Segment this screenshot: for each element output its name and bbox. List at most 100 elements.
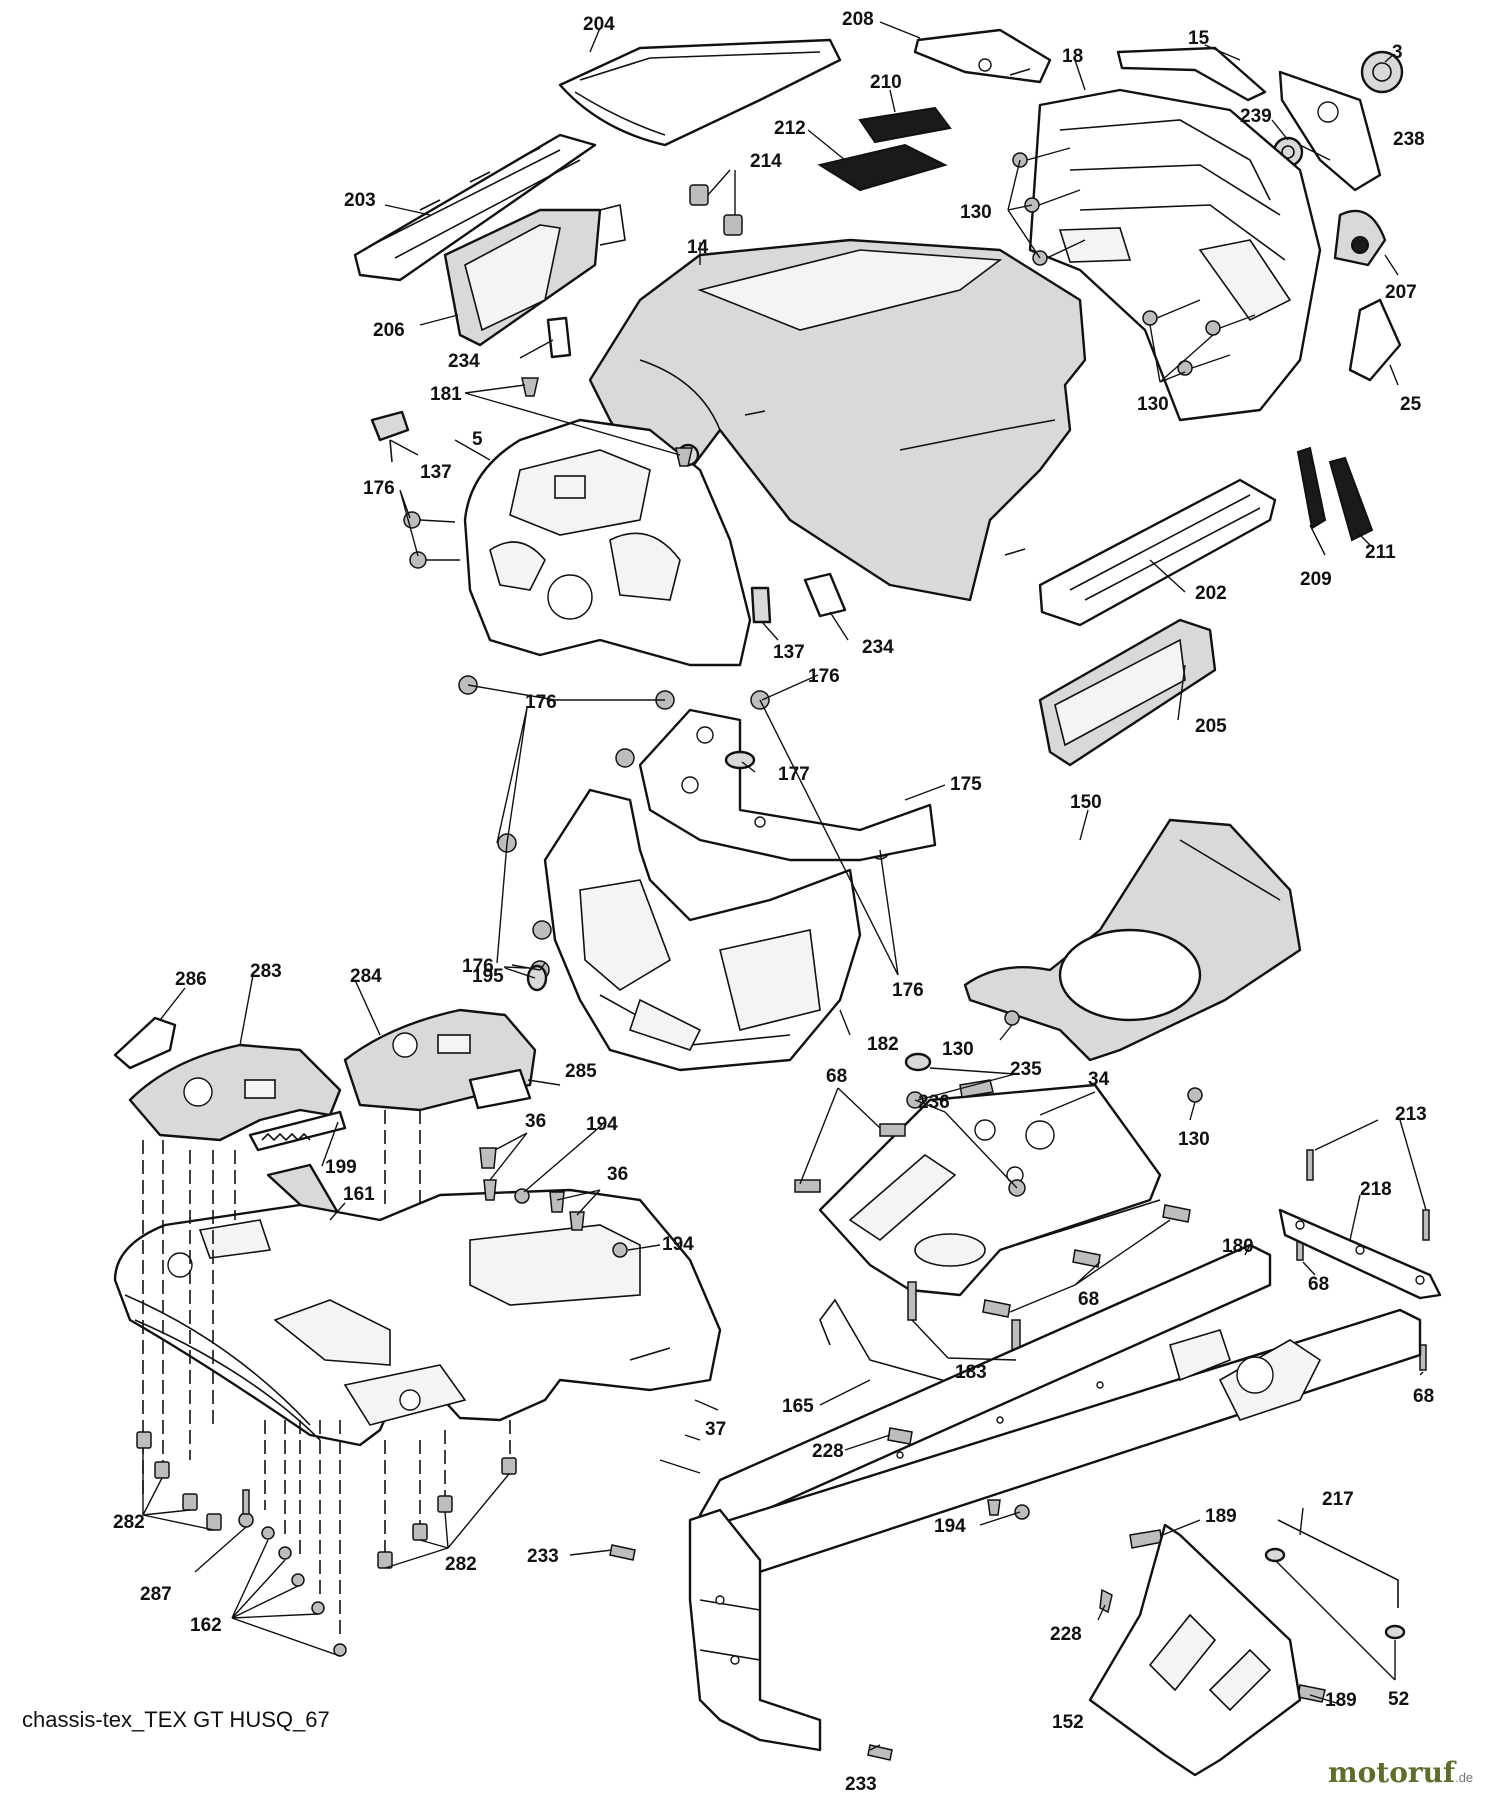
callout-233-b: 233: [845, 1774, 877, 1795]
part-212-mesh-insert: [817, 143, 948, 192]
callout-210: 210: [870, 72, 902, 93]
part-206-grille-bracket: [443, 204, 626, 347]
callout-181: 181: [430, 384, 462, 405]
callout-176: 176: [363, 478, 395, 499]
callout-177: 177: [778, 764, 810, 785]
part-25-corner-trim: [1348, 298, 1402, 382]
part-52-washers: [1264, 1547, 1406, 1640]
part-214-clips: [689, 184, 743, 236]
callout-130-b: 130: [1137, 394, 1169, 415]
callout-36: 36: [525, 1111, 546, 1132]
callout-199: 199: [325, 1157, 357, 1178]
callout-182: 182: [867, 1034, 899, 1055]
part-204-hood-cover: [558, 38, 842, 147]
callout-233: 233: [527, 1546, 559, 1567]
part-213-bolts: [1306, 1149, 1430, 1241]
callout-194: 194: [586, 1114, 618, 1135]
callout-282: 282: [113, 1512, 145, 1533]
callout-228-b: 228: [1050, 1624, 1082, 1645]
callout-36-b: 36: [607, 1164, 628, 1185]
callout-175: 175: [950, 774, 982, 795]
callout-25: 25: [1400, 394, 1422, 415]
part-152-cover: [1088, 1523, 1302, 1777]
callout-15: 15: [1188, 28, 1210, 49]
part-3-knob: [1360, 50, 1404, 94]
part-234-tag-middle: [803, 572, 847, 618]
callout-161: 161: [343, 1184, 375, 1205]
callout-68: 68: [826, 1066, 847, 1087]
callout-217: 217: [1322, 1489, 1354, 1510]
callout-162: 162: [190, 1615, 222, 1636]
callout-206: 206: [373, 320, 405, 341]
callout-3: 3: [1392, 42, 1403, 63]
part-211-side-mesh: [1328, 456, 1374, 542]
part-218-bracket: [1278, 1208, 1442, 1300]
part-208-light-trim: [913, 28, 1052, 84]
part-68-bolts: [794, 1079, 1427, 1371]
part-180-frame: [688, 1243, 1422, 1752]
part-14-main-hood: [588, 238, 1087, 602]
callout-207: 207: [1385, 282, 1417, 303]
callout-202: 202: [1195, 583, 1227, 604]
part-181-pivots: [521, 377, 693, 467]
callout-284: 284: [350, 966, 382, 987]
callout-34: 34: [1088, 1069, 1110, 1090]
callout-212: 212: [774, 118, 806, 139]
callout-194-c: 194: [934, 1516, 966, 1537]
callout-52: 52: [1388, 1689, 1409, 1710]
part-286-grip: [113, 1016, 177, 1070]
callout-130: 130: [960, 202, 992, 223]
callout-183: 183: [955, 1362, 987, 1383]
callout-14: 14: [687, 237, 709, 258]
callout-labels: 204 208 15 3 18 210 212 214 239 238 203 …: [113, 9, 1434, 1795]
part-137-hinge-upper: [370, 410, 410, 463]
callout-286: 286: [175, 969, 207, 990]
part-175-bracket: [638, 708, 937, 862]
callout-189: 189: [1205, 1506, 1237, 1527]
callout-235: 235: [1010, 1059, 1042, 1080]
part-238-side-panel: [1278, 70, 1382, 192]
watermark-name: motoruf: [1328, 1756, 1456, 1789]
callout-287: 287: [140, 1584, 172, 1605]
callout-195: 195: [472, 966, 504, 987]
callout-130-d: 130: [1178, 1129, 1210, 1150]
part-202-lower-grille: [1038, 478, 1277, 627]
callout-283: 283: [250, 961, 282, 982]
callout-205: 205: [1195, 716, 1227, 737]
callout-176-e: 176: [892, 980, 924, 1001]
part-5-dash-panel: [463, 418, 752, 667]
callout-5: 5: [472, 429, 483, 450]
part-205-lower-panel: [1038, 618, 1217, 767]
callout-218: 218: [1360, 1179, 1392, 1200]
callout-204: 204: [583, 14, 615, 35]
part-282-clips: [136, 1431, 517, 1569]
part-137-hinge-middle: [750, 586, 772, 624]
part-36-194-fasteners: [479, 1147, 628, 1258]
callout-282-b: 282: [445, 1554, 477, 1575]
callout-211: 211: [1365, 542, 1396, 563]
part-150-floor-pan: [963, 818, 1302, 1062]
watermark-logo: motoruf.de: [1328, 1756, 1473, 1789]
part-207-cup: [1333, 209, 1387, 267]
callout-239: 239: [1240, 106, 1272, 127]
callout-18: 18: [1062, 46, 1083, 67]
part-199-spring-clip: [248, 1110, 347, 1152]
callout-68-c: 68: [1078, 1289, 1099, 1310]
part-285-insert: [468, 1068, 532, 1110]
part-209-side-mesh: [1296, 446, 1327, 530]
part-195-plug: [526, 964, 548, 992]
callout-228: 228: [812, 1441, 844, 1462]
part-283-fender-cover-left: [128, 1043, 342, 1142]
callout-194-b: 194: [662, 1234, 694, 1255]
callout-152: 152: [1052, 1712, 1084, 1733]
callout-137-b: 137: [773, 642, 805, 663]
callout-37: 37: [705, 1419, 726, 1440]
part-37-main-fender: [113, 1188, 722, 1447]
callout-238: 238: [1393, 129, 1425, 150]
callout-234-b: 234: [862, 637, 894, 658]
callout-214: 214: [750, 151, 782, 172]
callout-213: 213: [1395, 1104, 1427, 1125]
callout-189-b: 189: [1325, 1690, 1357, 1711]
callout-234: 234: [448, 351, 480, 372]
